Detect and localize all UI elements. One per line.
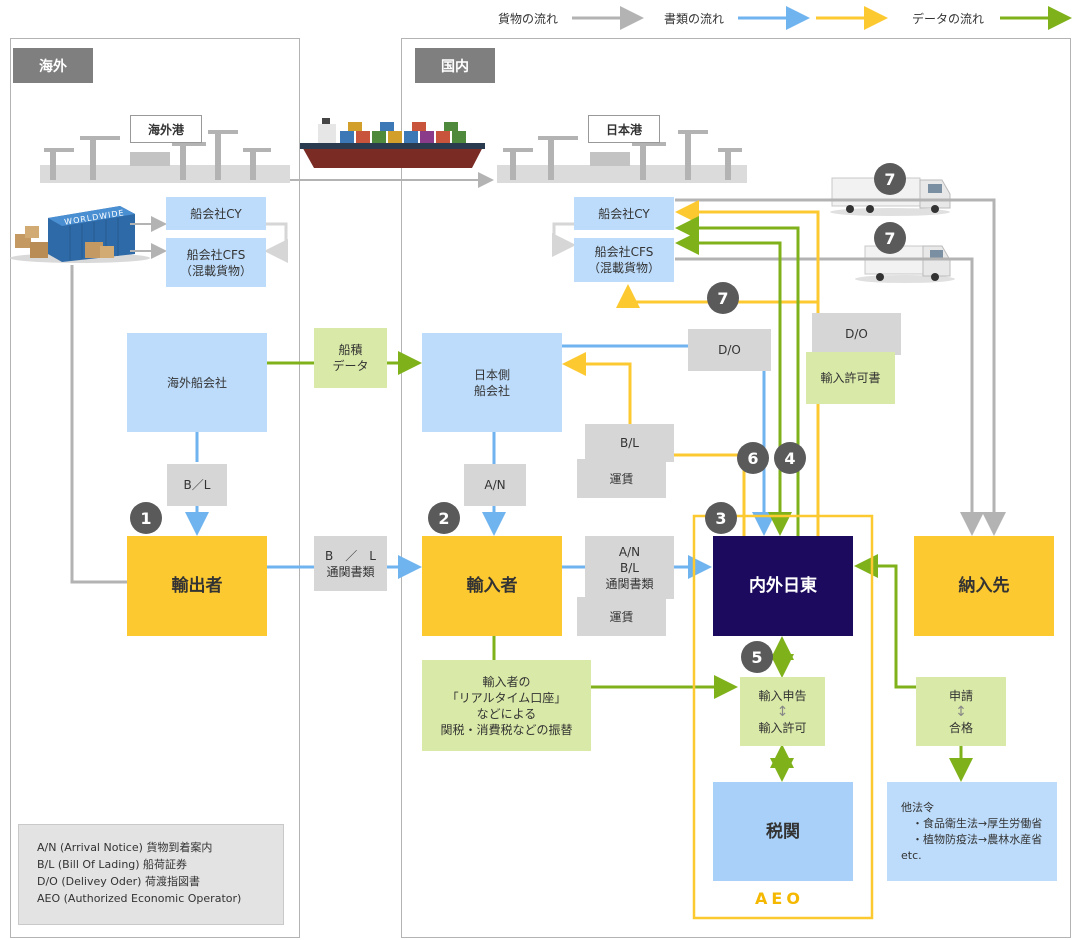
- permit-label: 輸入許可: [758, 720, 807, 735]
- overseas-carrier: 海外船会社: [127, 333, 267, 432]
- bl-customs-docs-box: B ／ L 通関書類: [314, 536, 387, 591]
- overseas-region: [10, 38, 300, 938]
- step-7-badge-domestic: 7: [707, 282, 739, 314]
- step-7-badge-truck-1: 7: [874, 163, 906, 195]
- application-box: 申請 ↕ 合格: [916, 677, 1006, 746]
- glossary-an: A/N (Arrival Notice) 貨物到着案内: [37, 841, 213, 854]
- legend-goods-flow: 貨物の流れ: [498, 12, 559, 26]
- legend-document-flow: 書類の流れ: [664, 12, 725, 26]
- other-laws-box: 他法令 ・食品衛生法→厚生労働省 ・植物防疫法→農林水産省 etc.: [887, 782, 1057, 881]
- japan-port-label: 日本港: [588, 115, 660, 143]
- overseas-tag: 海外: [13, 48, 93, 83]
- aeo-label: AEO: [755, 889, 804, 908]
- domestic-tag: 国内: [415, 48, 495, 83]
- delivery-destination-box: 納入先: [914, 536, 1054, 636]
- exporter-box: 輸出者: [127, 536, 267, 636]
- bl-doc-overseas: B／L: [167, 464, 227, 506]
- company-box: 内外日東: [713, 536, 853, 636]
- importer-box: 輸入者: [422, 536, 562, 636]
- an-bl-docs-box: A/N B/L 通関書類: [585, 536, 674, 599]
- step-6-badge: 6: [737, 442, 769, 474]
- glossary-aeo: AEO (Authorized Economic Operator): [37, 892, 242, 905]
- an-doc-box: A/N: [464, 464, 526, 506]
- application-arrow-icon: ↕: [955, 703, 967, 720]
- declaration-label: 輸入申告: [758, 688, 807, 703]
- freight-box-1: 運賃: [577, 459, 666, 498]
- loading-data-box: 船積 データ: [314, 328, 387, 388]
- japan-carrier: 日本側 船会社: [422, 333, 562, 432]
- application-label: 申請: [948, 688, 973, 703]
- japan-carrier-cy: 船会社CY: [574, 197, 674, 230]
- do-box-2: D/O: [812, 313, 901, 355]
- step-3-badge: 3: [705, 502, 737, 534]
- step-2-badge: 2: [428, 502, 460, 534]
- step-4-badge: 4: [774, 442, 806, 474]
- step-1-badge: 1: [130, 502, 162, 534]
- pass-label: 合格: [948, 720, 973, 735]
- domestic-region: [401, 38, 1071, 938]
- step-5-badge: 5: [741, 641, 773, 673]
- tax-payment-box: 輸入者の 「リアルタイム口座」 などによる 関税・消費税などの振替: [422, 660, 591, 751]
- freight-box-2: 運賃: [577, 597, 666, 636]
- customs-box: 税関: [713, 782, 853, 881]
- import-declaration-box: 輸入申告 ↕ 輸入許可: [740, 677, 825, 746]
- overseas-carrier-cy: 船会社CY: [166, 197, 266, 230]
- step-7-badge-truck-2: 7: [874, 222, 906, 254]
- overseas-port-label: 海外港: [130, 115, 202, 143]
- do-box-1: D/O: [688, 329, 771, 371]
- import-permit-doc: 輸入許可書: [806, 352, 895, 404]
- legend-data-flow: データの流れ: [912, 12, 985, 26]
- glossary-do: D/O (Delivey Oder) 荷渡指図書: [37, 875, 200, 888]
- japan-carrier-cfs: 船会社CFS （混載貨物）: [574, 238, 674, 282]
- bl-doc-domestic: B/L: [585, 424, 674, 462]
- declaration-arrow-icon: ↕: [776, 703, 789, 720]
- overseas-carrier-cfs: 船会社CFS （混載貨物）: [166, 238, 266, 287]
- glossary-box: A/N (Arrival Notice) 貨物到着案内 B/L (Bill Of…: [18, 824, 284, 925]
- glossary-bl: B/L (Bill Of Lading) 船荷証券: [37, 858, 188, 871]
